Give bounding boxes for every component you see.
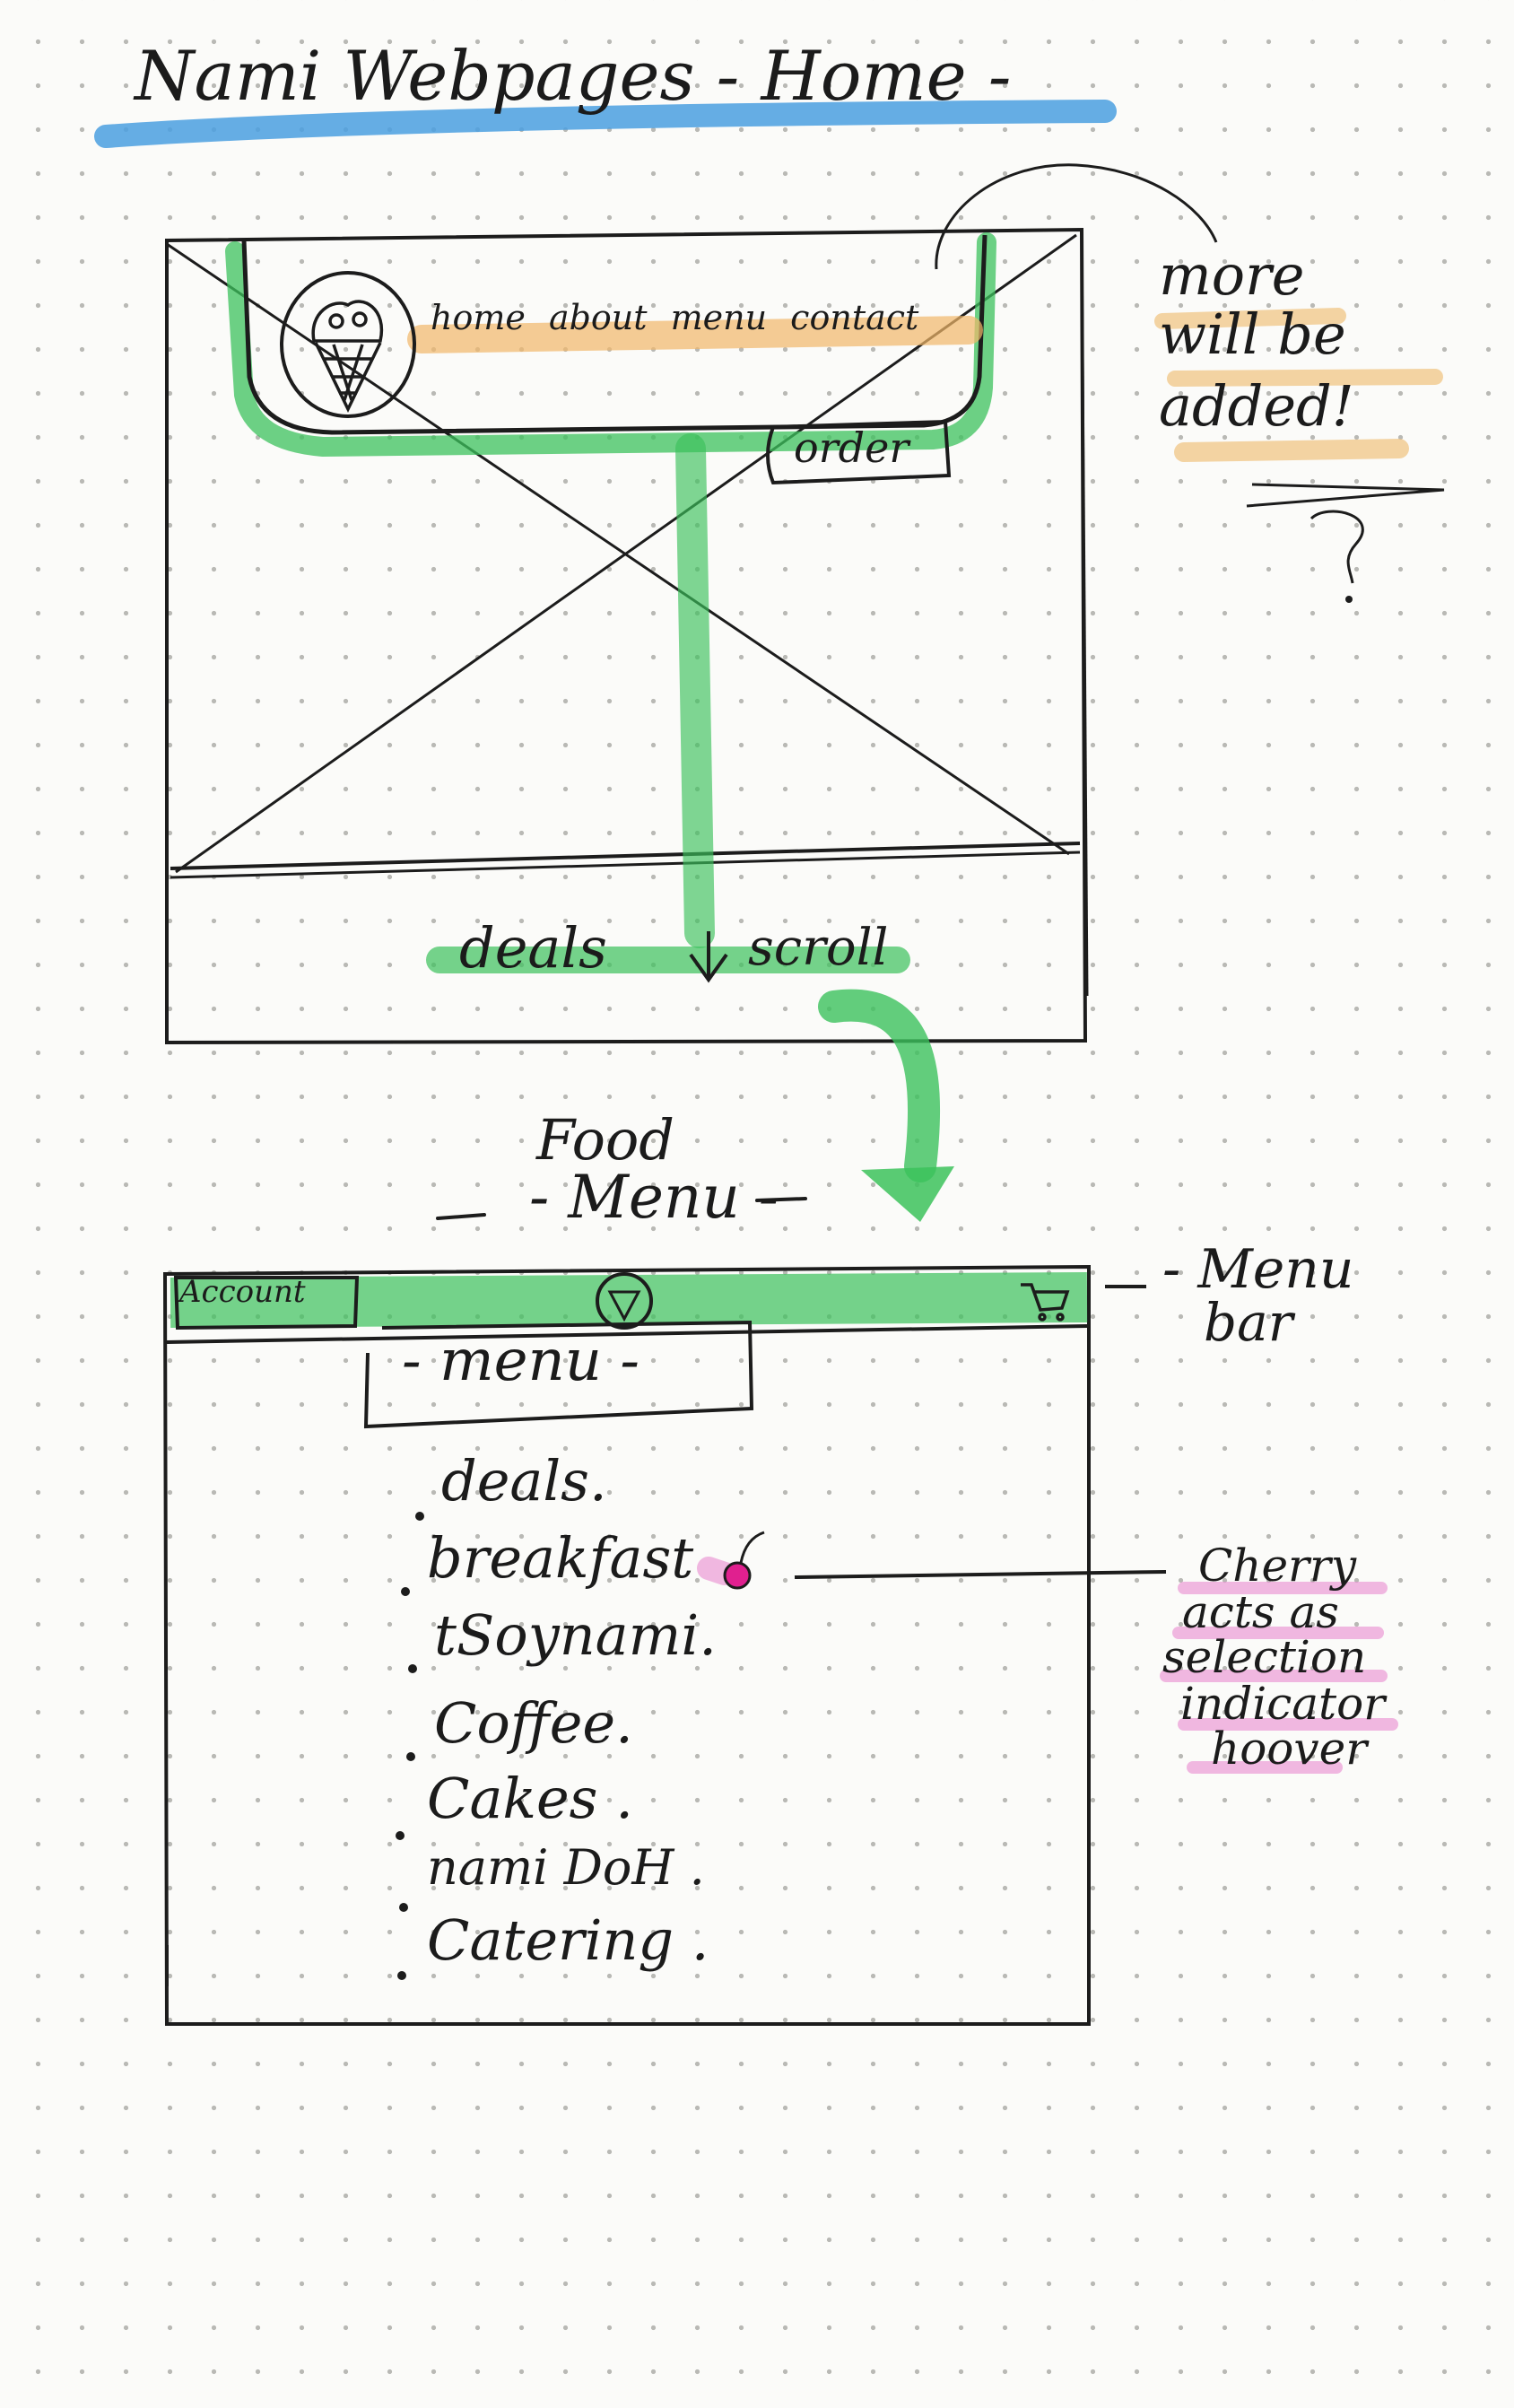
cherry-note-line-5: hoover	[1211, 1723, 1368, 1775]
account-button-outline	[173, 1276, 360, 1331]
menu-bar-note: - Menu	[1162, 1238, 1354, 1301]
deals-scroll-label: deals	[459, 915, 607, 981]
menu-title-box	[363, 1320, 754, 1429]
cherry-note-line-1: Cherry	[1198, 1540, 1357, 1592]
side-note-pointer	[935, 163, 1445, 603]
transition-arrow-icon	[818, 989, 954, 1222]
menu-item-nami-doh[interactable]: nami DoH .	[427, 1839, 705, 1896]
order-button-outline	[766, 419, 952, 485]
ice-cream-cone-icon	[311, 300, 384, 414]
home-wireframe	[165, 227, 1089, 1045]
note-line-1: more	[1159, 242, 1305, 308]
menu-bar-note-2: bar	[1204, 1292, 1293, 1353]
scroll-down-arrow-icon	[689, 931, 728, 983]
menu-item-deals[interactable]: deals.	[441, 1448, 607, 1514]
cherry-note-line-4: indicator	[1180, 1678, 1386, 1730]
menu-item-tsoynami[interactable]: tSoynami.	[434, 1602, 717, 1668]
menu-wireframe	[162, 1264, 1167, 2026]
note-line-3: added!	[1159, 373, 1354, 439]
menu-title: - menu -	[402, 1328, 640, 1394]
menu-item-breakfast[interactable]: breakfast	[427, 1525, 694, 1591]
order-button[interactable]: order	[794, 423, 909, 472]
menubar-logo-icon	[596, 1272, 653, 1330]
menu-item-cakes[interactable]: Cakes .	[427, 1766, 633, 1831]
food-menu-heading: Food	[536, 1107, 674, 1173]
scroll-label: scroll	[748, 919, 889, 977]
logo-circle	[280, 271, 416, 418]
cherry-icon	[697, 1531, 765, 1590]
shopping-cart-icon	[1021, 1283, 1070, 1322]
title-highlight	[94, 100, 1117, 148]
food-menu-subheading: - Menu -	[529, 1163, 779, 1232]
question-mark-icon	[1310, 510, 1364, 584]
menu-item-catering[interactable]: Catering .	[427, 1907, 709, 1973]
note-line-2: will be	[1159, 301, 1346, 367]
page-title: Nami Webpages - Home -	[135, 36, 1012, 116]
menu-item-coffee[interactable]: Coffee.	[434, 1690, 633, 1756]
cherry-note-highlights	[1160, 1582, 1398, 1774]
home-nav-links[interactable]: home about menu contact	[431, 298, 919, 337]
cherry-note-line-3: selection	[1162, 1631, 1367, 1683]
account-button[interactable]: Account	[179, 1274, 306, 1310]
cherry-note-line-2: acts as	[1182, 1586, 1339, 1638]
